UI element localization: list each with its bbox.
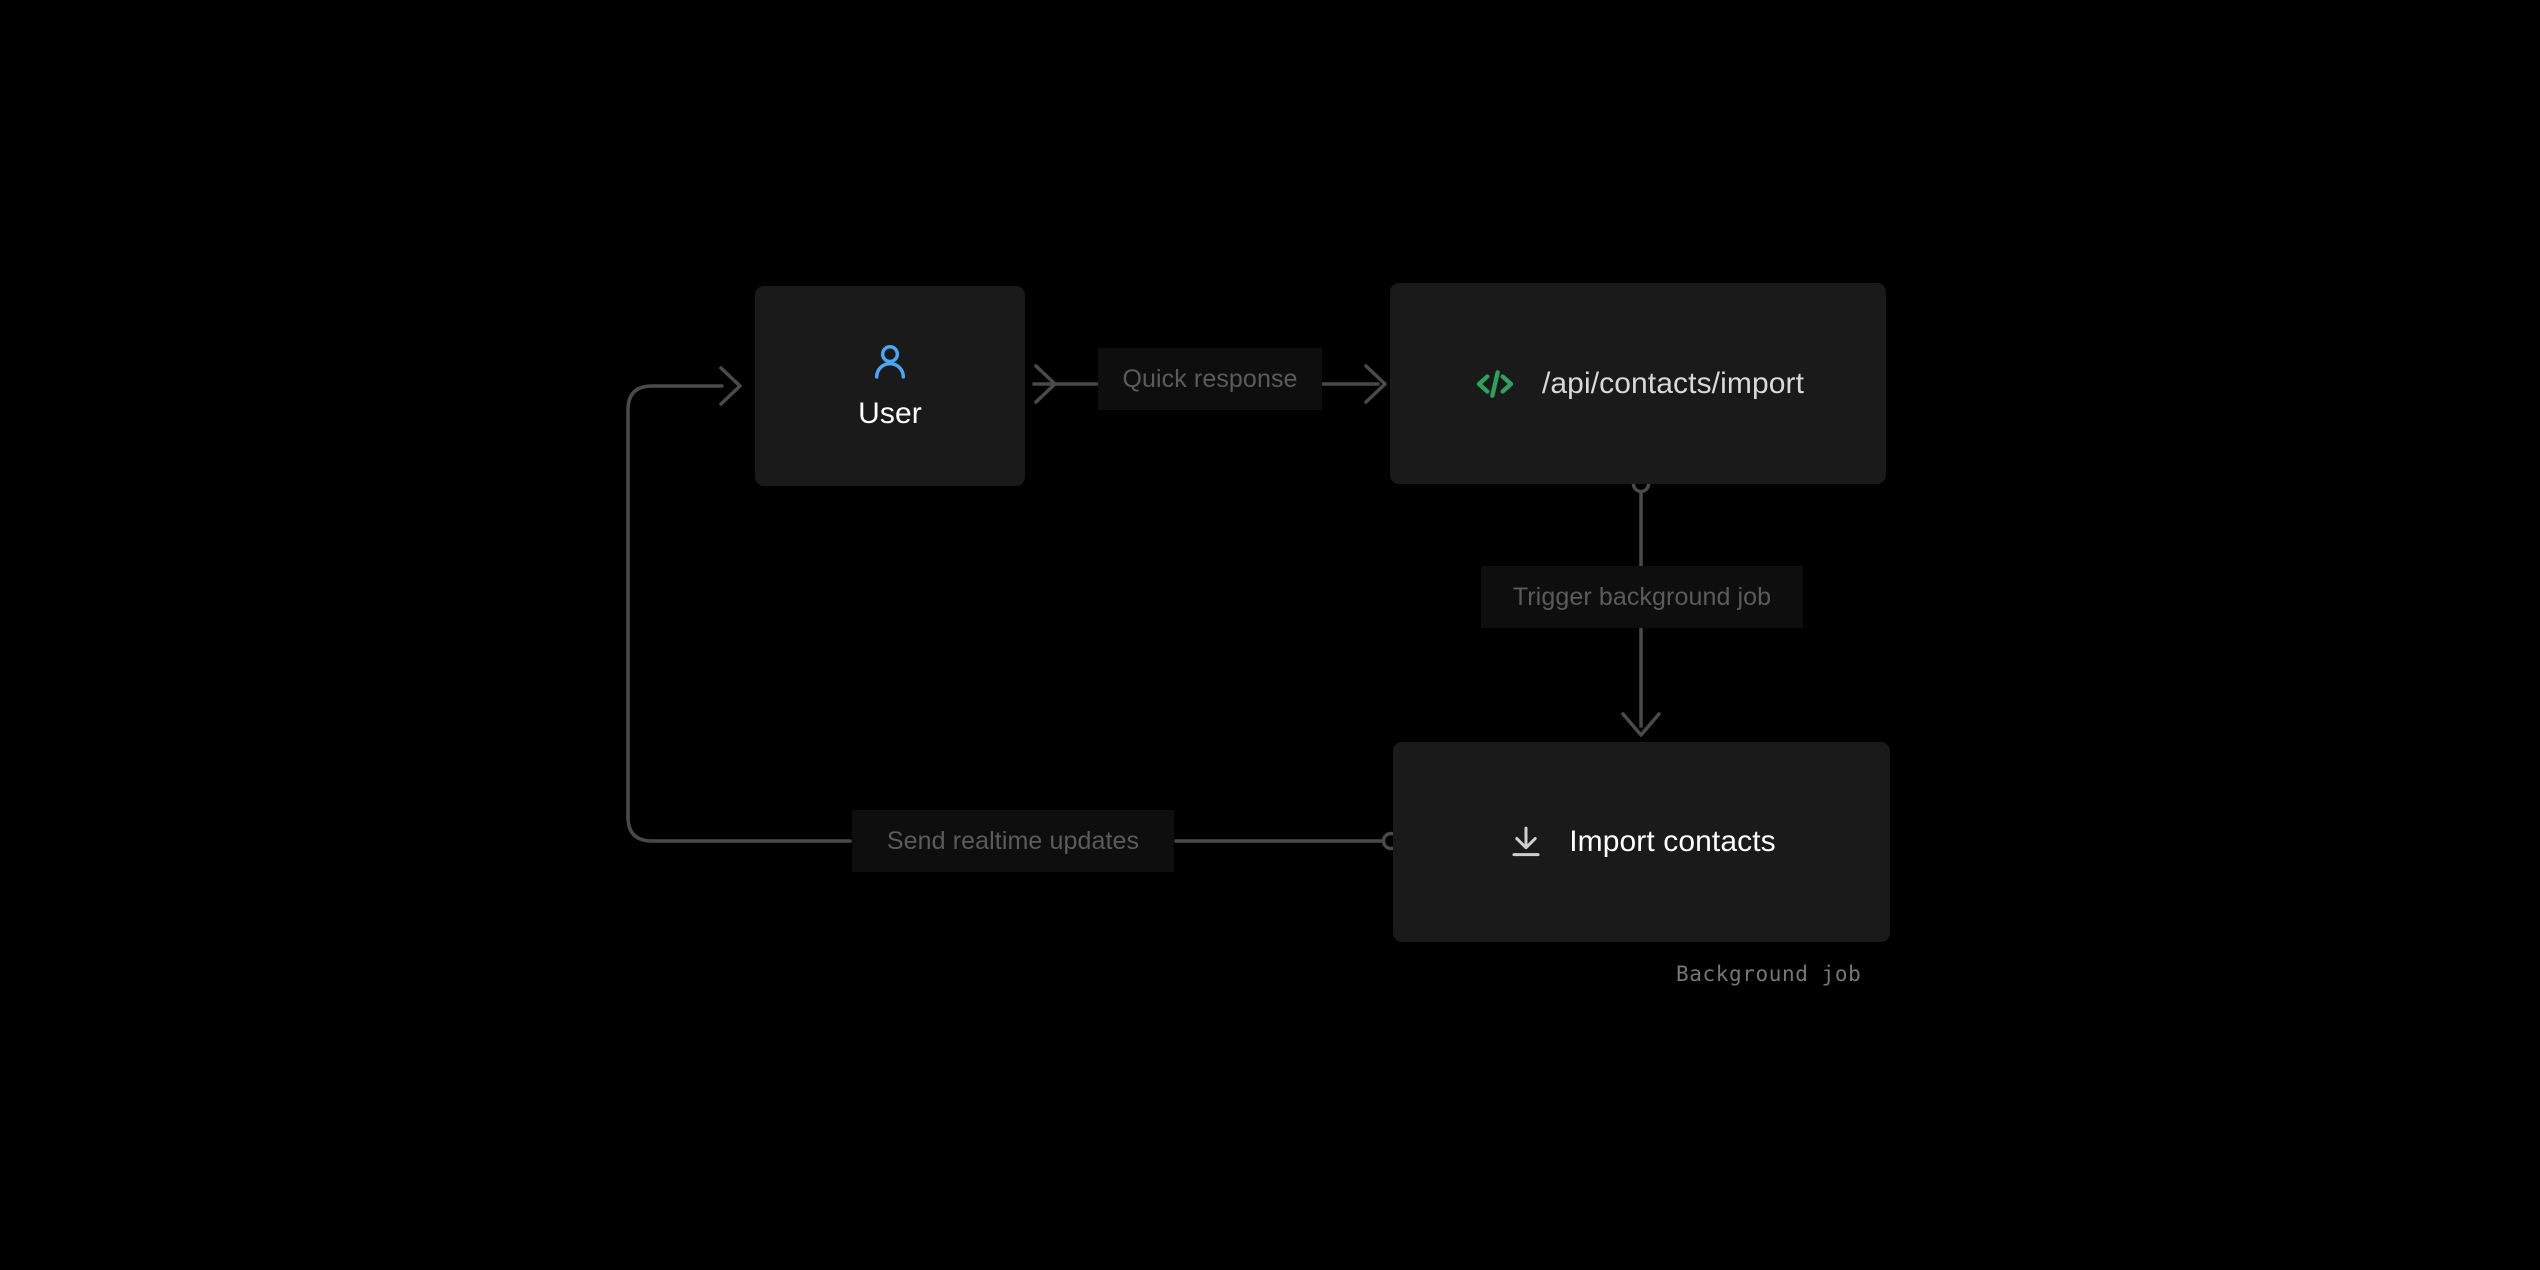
node-import-label: Import contacts xyxy=(1569,825,1776,858)
node-user-content: User xyxy=(858,341,922,431)
edge-label-quick-response: Quick response xyxy=(1098,348,1322,410)
arrowhead-loop-to-user xyxy=(719,366,742,406)
edge-label-send-realtime-updates: Send realtime updates xyxy=(852,810,1174,872)
arrowhead-to-user xyxy=(1034,364,1057,404)
node-api-label: /api/contacts/import xyxy=(1541,366,1805,400)
node-import-content: Import contacts xyxy=(1507,823,1776,861)
download-icon xyxy=(1507,823,1545,861)
node-user-label: User xyxy=(858,397,922,430)
user-icon xyxy=(869,341,911,383)
arrowhead-to-api xyxy=(1364,364,1387,404)
edge-label-trigger-background-job: Trigger background job xyxy=(1481,566,1803,628)
node-api-content: /api/contacts/import xyxy=(1472,364,1804,404)
node-api-endpoint[interactable]: /api/contacts/import xyxy=(1390,283,1886,484)
node-user[interactable]: User xyxy=(755,286,1025,486)
node-import-contacts[interactable]: Import contacts xyxy=(1393,742,1890,942)
code-brackets-icon xyxy=(1472,364,1518,404)
arrowhead-to-import xyxy=(1621,712,1661,737)
node-import-caption: Background job xyxy=(1676,962,1862,986)
